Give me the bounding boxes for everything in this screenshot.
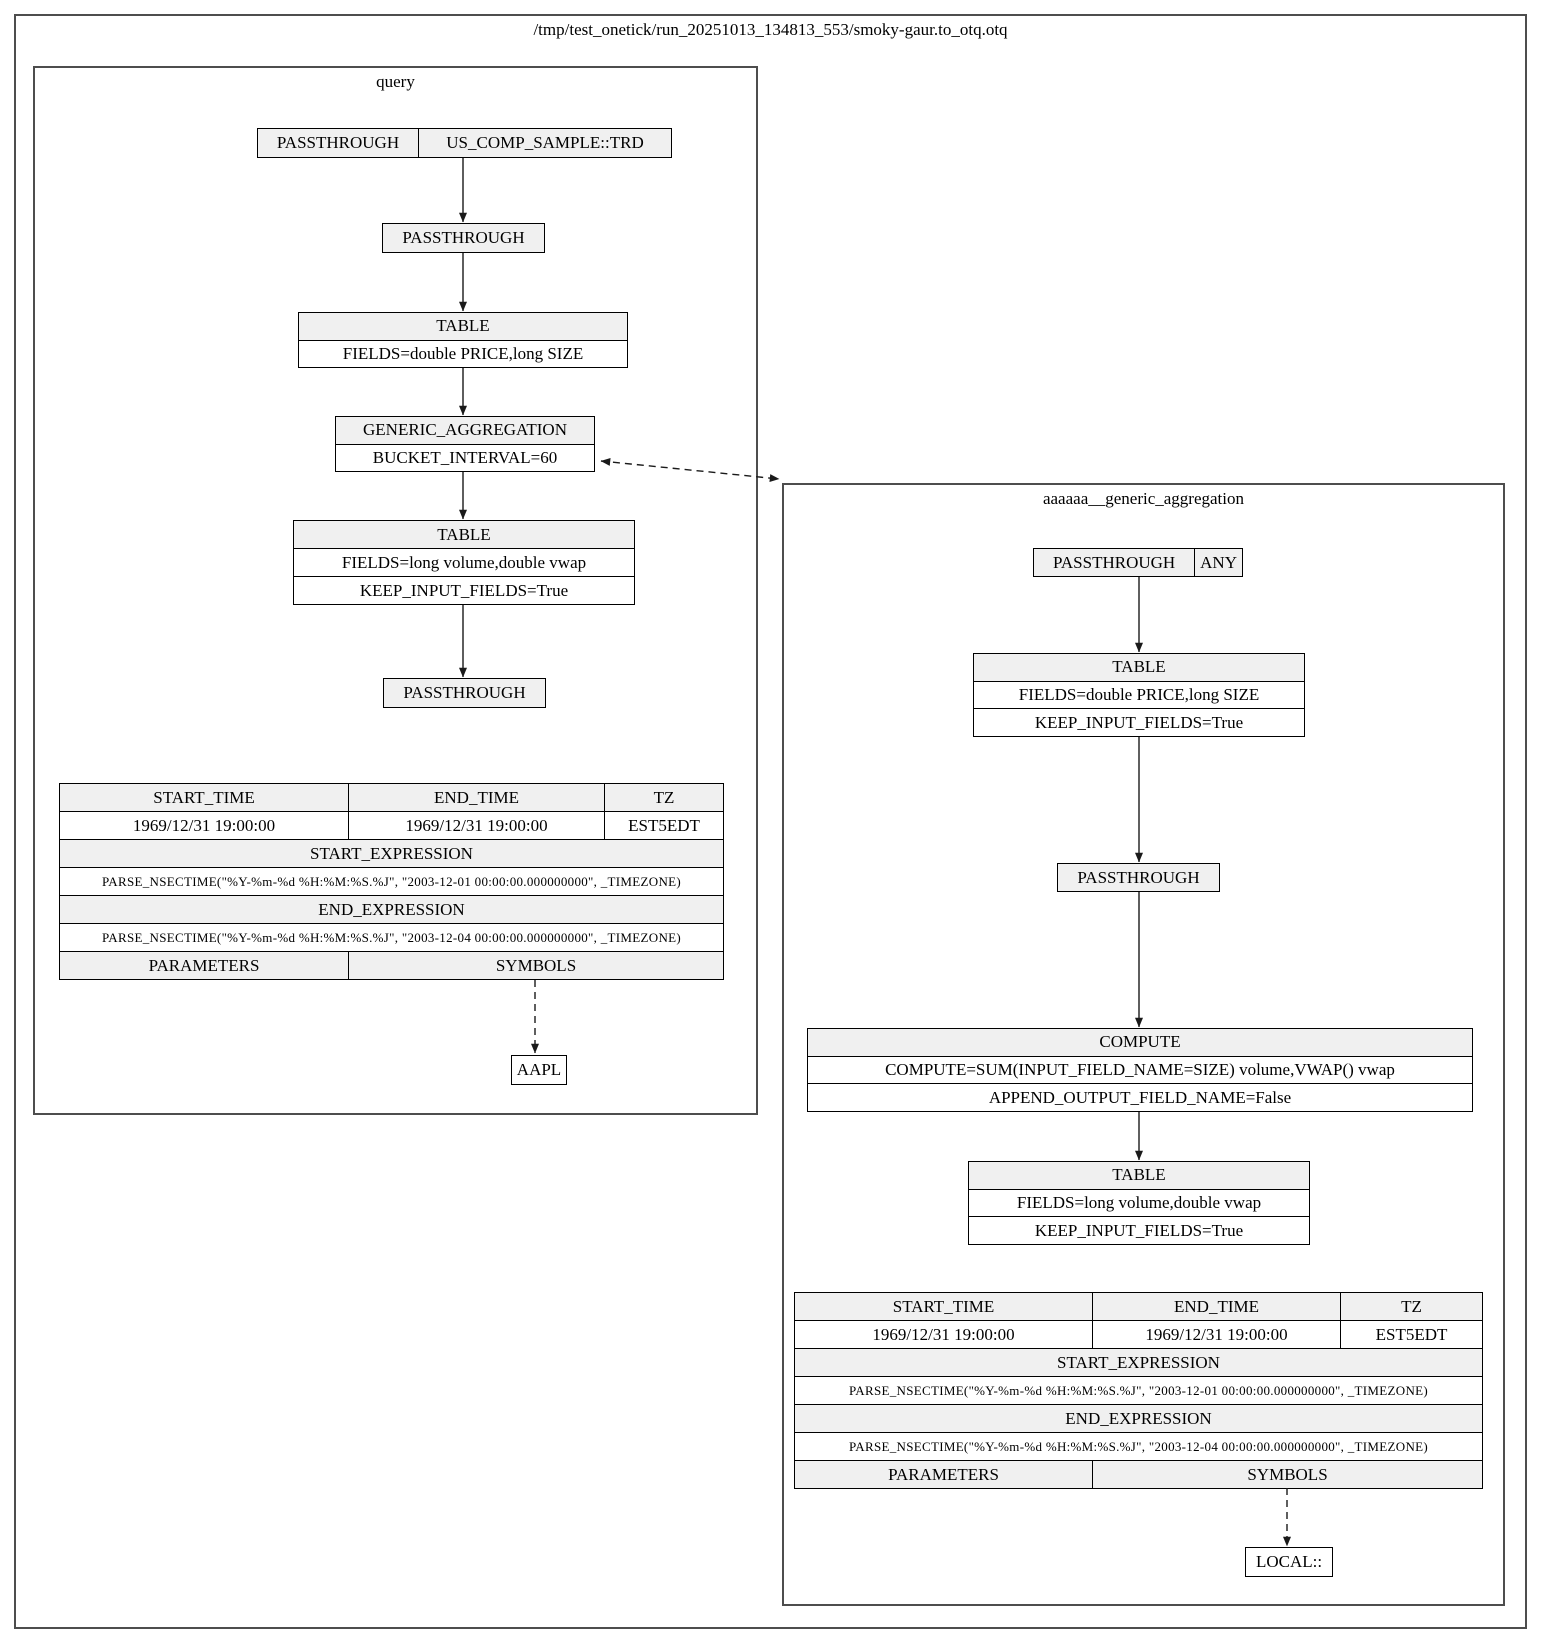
agg-start-time-label: START_TIME [795, 1293, 1092, 1320]
node-agg-source-symbol: ANY [1194, 549, 1242, 576]
node-agg-table-2-fields: FIELDS=long volume,double vwap [969, 1188, 1309, 1217]
query-start-time-label: START_TIME [60, 784, 348, 811]
node-agg-source[interactable]: PASSTHROUGH ANY [1033, 548, 1243, 577]
node-query-table-1[interactable]: TABLE FIELDS=double PRICE,long SIZE [298, 312, 628, 368]
agg-end-time-label: END_TIME [1092, 1293, 1340, 1320]
query-end-time-label: END_TIME [348, 784, 604, 811]
node-agg-compute-append: APPEND_OUTPUT_FIELD_NAME=False [808, 1083, 1472, 1111]
query-symbols-label: SYMBOLS [348, 952, 723, 979]
agg-start-time-value: 1969/12/31 19:00:00 [872, 1324, 1015, 1344]
node-query-table-1-fields: FIELDS=double PRICE,long SIZE [299, 339, 627, 368]
node-query-table-2[interactable]: TABLE FIELDS=long volume,double vwap KEE… [293, 520, 635, 605]
cluster-generic-aggregation-label: aaaaaa__generic_aggregation [1042, 489, 1245, 508]
node-agg-passthrough[interactable]: PASSTHROUGH [1057, 863, 1220, 892]
node-query-passthrough-2-label: PASSTHROUGH [384, 679, 545, 707]
node-query-source-op: PASSTHROUGH [258, 129, 418, 157]
node-agg-table-1-fields: FIELDS=double PRICE,long SIZE [974, 680, 1304, 709]
agg-end-expression-label: END_EXPRESSION [795, 1405, 1482, 1432]
agg-summary-table[interactable]: START_TIME END_TIME TZ 1969/12/31 19:00:… [794, 1292, 1483, 1489]
agg-tz-label: TZ [1340, 1293, 1482, 1320]
cluster-query-label: query [376, 72, 415, 91]
agg-summary-values-row: 1969/12/31 19:00:00 1969/12/31 19:00:00 … [795, 1320, 1482, 1348]
node-agg-table-2-keep: KEEP_INPUT_FIELDS=True [969, 1216, 1309, 1244]
agg-end-expression-value: PARSE_NSECTIME("%Y-%m-%d %H:%M:%S.%J", "… [848, 1438, 1429, 1454]
query-summary-header-row: START_TIME END_TIME TZ [60, 784, 723, 811]
agg-end-expression-header: END_EXPRESSION [795, 1404, 1482, 1432]
query-end-expression-row: PARSE_NSECTIME("%Y-%m-%d %H:%M:%S.%J", "… [60, 923, 723, 951]
node-agg-compute-expr: COMPUTE=SUM(INPUT_FIELD_NAME=SIZE) volum… [808, 1055, 1472, 1084]
node-agg-table-2[interactable]: TABLE FIELDS=long volume,double vwap KEE… [968, 1161, 1310, 1245]
symbol-node-local[interactable]: LOCAL:: [1245, 1547, 1333, 1577]
node-query-passthrough-1-label: PASSTHROUGH [383, 224, 544, 252]
agg-end-time-value: 1969/12/31 19:00:00 [1092, 1321, 1340, 1348]
node-query-table-1-header: TABLE [299, 313, 627, 340]
agg-summary-header-row: START_TIME END_TIME TZ [795, 1293, 1482, 1320]
node-query-table-2-keep: KEEP_INPUT_FIELDS=True [294, 576, 634, 604]
node-agg-table-1[interactable]: TABLE FIELDS=double PRICE,long SIZE KEEP… [973, 653, 1305, 737]
node-agg-table-2-header: TABLE [969, 1162, 1309, 1189]
query-summary-values-row: 1969/12/31 19:00:00 1969/12/31 19:00:00 … [60, 811, 723, 839]
node-query-source-symbol: US_COMP_SAMPLE::TRD [418, 129, 671, 157]
agg-parameters-label: PARAMETERS [795, 1461, 1092, 1488]
node-query-generic-aggregation-bucket: BUCKET_INTERVAL=60 [336, 443, 594, 472]
agg-symbols-label: SYMBOLS [1092, 1461, 1482, 1488]
graph-title: /tmp/test_onetick/run_20251013_134813_55… [533, 20, 1008, 39]
node-query-passthrough-1[interactable]: PASSTHROUGH [382, 223, 545, 253]
agg-tz-value: EST5EDT [1340, 1321, 1482, 1348]
query-parameters-label: PARAMETERS [60, 952, 348, 979]
node-agg-table-1-header: TABLE [974, 654, 1304, 681]
query-start-expression-row: PARSE_NSECTIME("%Y-%m-%d %H:%M:%S.%J", "… [60, 867, 723, 895]
node-query-generic-aggregation-header: GENERIC_AGGREGATION [336, 417, 594, 444]
query-start-time-value: 1969/12/31 19:00:00 [132, 815, 276, 835]
query-start-expression-label: START_EXPRESSION [60, 840, 723, 867]
node-query-passthrough-2[interactable]: PASSTHROUGH [383, 678, 546, 708]
query-end-expression-header: END_EXPRESSION [60, 895, 723, 923]
agg-end-expression-row: PARSE_NSECTIME("%Y-%m-%d %H:%M:%S.%J", "… [795, 1432, 1482, 1460]
query-end-expression-value: PARSE_NSECTIME("%Y-%m-%d %H:%M:%S.%J", "… [101, 929, 682, 945]
query-end-time-value: 1969/12/31 19:00:00 [348, 812, 604, 839]
query-tz-value: EST5EDT [604, 812, 723, 839]
query-start-expression-header: START_EXPRESSION [60, 839, 723, 867]
node-agg-compute-header: COMPUTE [808, 1029, 1472, 1056]
query-tz-label: TZ [604, 784, 723, 811]
query-start-expression-value: PARSE_NSECTIME("%Y-%m-%d %H:%M:%S.%J", "… [101, 873, 682, 889]
node-query-source[interactable]: PASSTHROUGH US_COMP_SAMPLE::TRD [257, 128, 672, 158]
node-query-table-2-fields: FIELDS=long volume,double vwap [294, 548, 634, 576]
node-query-table-2-header: TABLE [294, 521, 634, 548]
node-query-generic-aggregation[interactable]: GENERIC_AGGREGATION BUCKET_INTERVAL=60 [335, 416, 595, 472]
query-end-expression-label: END_EXPRESSION [60, 896, 723, 923]
query-summary-table[interactable]: START_TIME END_TIME TZ 1969/12/31 19:00:… [59, 783, 724, 980]
node-agg-table-1-keep: KEEP_INPUT_FIELDS=True [974, 708, 1304, 736]
agg-params-symbols-row: PARAMETERS SYMBOLS [795, 1460, 1482, 1488]
symbol-node-aapl[interactable]: AAPL [511, 1055, 567, 1085]
agg-start-expression-label: START_EXPRESSION [795, 1349, 1482, 1376]
node-agg-compute[interactable]: COMPUTE COMPUTE=SUM(INPUT_FIELD_NAME=SIZ… [807, 1028, 1473, 1112]
agg-start-expression-value: PARSE_NSECTIME("%Y-%m-%d %H:%M:%S.%J", "… [848, 1382, 1429, 1398]
node-agg-source-op: PASSTHROUGH [1034, 549, 1195, 576]
node-agg-passthrough-label: PASSTHROUGH [1058, 864, 1219, 891]
query-params-symbols-row: PARAMETERS SYMBOLS [60, 951, 723, 979]
agg-start-expression-row: PARSE_NSECTIME("%Y-%m-%d %H:%M:%S.%J", "… [795, 1376, 1482, 1404]
agg-start-expression-header: START_EXPRESSION [795, 1348, 1482, 1376]
graph-outer-frame [14, 14, 1527, 1629]
